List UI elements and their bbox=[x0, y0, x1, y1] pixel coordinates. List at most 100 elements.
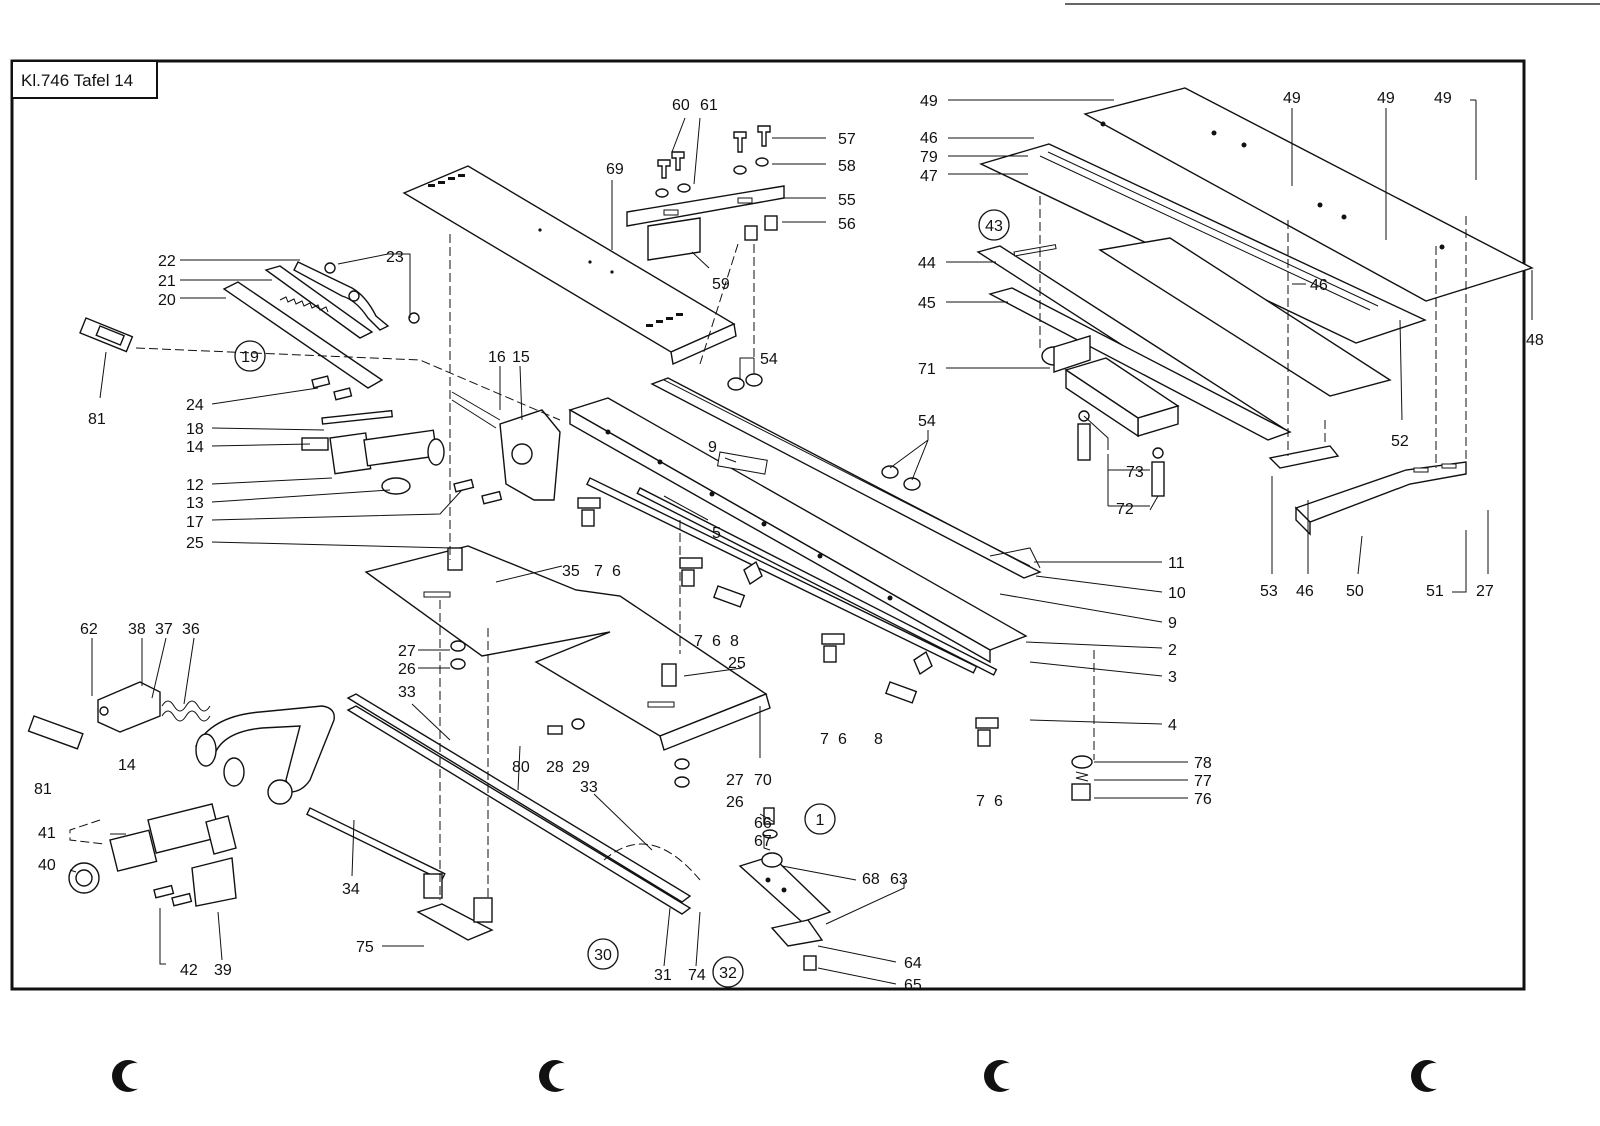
callout-59: 59 bbox=[712, 276, 730, 293]
callout-79: 79 bbox=[920, 149, 938, 166]
part-20-toothed-bar bbox=[222, 265, 384, 389]
part-4-rod bbox=[636, 487, 998, 676]
callout-60: 60 bbox=[672, 97, 690, 114]
part-42-screws bbox=[153, 884, 193, 907]
part-18-rod bbox=[321, 409, 394, 425]
callout-37: 37 bbox=[155, 621, 173, 638]
title-box: Kl.746 Tafel 14 bbox=[11, 60, 158, 99]
callout-72: 72 bbox=[1116, 501, 1134, 518]
part-31-rail bbox=[346, 693, 692, 915]
callout-66: 66 bbox=[754, 815, 772, 832]
callout-22: 22 bbox=[158, 253, 176, 270]
part-36-spring bbox=[161, 700, 211, 722]
title-text: Kl.746 Tafel 14 bbox=[21, 71, 133, 90]
callout-17: 17 bbox=[186, 514, 204, 531]
callout-3: 3 bbox=[1168, 669, 1177, 686]
part-12-cylinder bbox=[301, 429, 445, 495]
part-52-blade bbox=[1098, 237, 1392, 397]
part-65-screw bbox=[803, 955, 817, 971]
callout-81-a: 81 bbox=[88, 411, 106, 428]
callout-16: 16 bbox=[488, 349, 506, 366]
callout-63: 63 bbox=[890, 871, 908, 888]
callout-64: 64 bbox=[904, 955, 922, 972]
callout-53: 53 bbox=[1260, 583, 1278, 600]
callout-68: 68 bbox=[862, 871, 880, 888]
callout-67: 67 bbox=[754, 833, 772, 850]
part-37-block bbox=[97, 681, 161, 733]
callout-13: 13 bbox=[186, 495, 204, 512]
callout-6-b: 6 bbox=[712, 633, 721, 650]
part-63-bracket bbox=[738, 855, 832, 923]
callout-9-a: 9 bbox=[708, 439, 717, 456]
callout-55: 55 bbox=[838, 192, 856, 209]
callout-39: 39 bbox=[214, 962, 232, 979]
callout-7-d: 7 bbox=[976, 793, 985, 810]
callout-54-b: 54 bbox=[918, 413, 936, 430]
part-5-shaft bbox=[585, 477, 978, 674]
callout-49-c: 49 bbox=[1377, 90, 1395, 107]
svg-text:30: 30 bbox=[594, 947, 612, 964]
callout-38: 38 bbox=[128, 621, 146, 638]
callout-46-b: 46 bbox=[1310, 277, 1328, 294]
part-8-clamps bbox=[712, 585, 918, 704]
callout-47: 47 bbox=[920, 168, 938, 185]
callout-33-b: 33 bbox=[580, 779, 598, 796]
callout-50: 50 bbox=[1346, 583, 1364, 600]
callout-2: 2 bbox=[1168, 642, 1177, 659]
callout-70: 70 bbox=[754, 772, 772, 789]
callout-77: 77 bbox=[1194, 773, 1212, 790]
part-53-plate bbox=[1268, 445, 1340, 469]
callout-71: 71 bbox=[918, 361, 936, 378]
part-25-studs bbox=[447, 547, 677, 687]
callout-78: 78 bbox=[1194, 755, 1212, 772]
callout-31: 31 bbox=[654, 967, 672, 984]
callout-73: 73 bbox=[1126, 464, 1144, 481]
callout-18: 18 bbox=[186, 421, 204, 438]
part-55-bracket bbox=[626, 185, 785, 261]
callout-20: 20 bbox=[158, 292, 176, 309]
callout-74: 74 bbox=[688, 967, 706, 984]
callout-29: 29 bbox=[572, 759, 590, 776]
callout-5: 5 bbox=[712, 525, 721, 542]
callout-62: 62 bbox=[80, 621, 98, 638]
svg-text:43: 43 bbox=[985, 218, 1003, 235]
part-66-68-parts bbox=[761, 807, 783, 868]
callout-36: 36 bbox=[182, 621, 200, 638]
callout-7-c: 7 bbox=[820, 731, 829, 748]
group-circle-32: 32 bbox=[712, 956, 744, 988]
callout-25-b: 25 bbox=[728, 655, 746, 672]
part-9-strip-upper bbox=[650, 377, 1042, 579]
callout-4: 4 bbox=[1168, 717, 1177, 734]
part-30-lever-frame bbox=[195, 705, 335, 805]
part-75-bracket bbox=[416, 873, 494, 941]
part-11-spring-strip bbox=[663, 379, 1041, 569]
parts-26-29-small bbox=[450, 640, 690, 788]
callout-28: 28 bbox=[546, 759, 564, 776]
callout-8-b: 8 bbox=[874, 731, 883, 748]
part-22-lever bbox=[293, 261, 420, 331]
part-50-bracket bbox=[1294, 461, 1467, 536]
part-17-screws bbox=[453, 478, 503, 505]
callout-49-d: 49 bbox=[1434, 90, 1452, 107]
callout-51: 51 bbox=[1426, 583, 1444, 600]
callout-80: 80 bbox=[512, 759, 530, 776]
group-circle-30: 30 bbox=[587, 938, 619, 970]
callout-34: 34 bbox=[342, 881, 360, 898]
callout-52: 52 bbox=[1391, 433, 1409, 450]
group-circle-43: 43 bbox=[978, 209, 1010, 241]
screws-57-61 bbox=[655, 125, 778, 241]
callout-14-a: 14 bbox=[186, 439, 204, 456]
callout-6-a: 6 bbox=[612, 563, 621, 580]
callout-49-b: 49 bbox=[1283, 90, 1301, 107]
callout-8-a: 8 bbox=[730, 633, 739, 650]
part-2-main-rail bbox=[568, 397, 1028, 664]
part-71-block bbox=[1041, 335, 1180, 438]
punch-hole-1 bbox=[112, 1060, 148, 1092]
part-15-block bbox=[499, 409, 561, 501]
callout-labels: 60 61 57 58 55 56 59 69 49 46 79 47 49 4… bbox=[34, 90, 1544, 994]
punch-holes bbox=[112, 1060, 1447, 1092]
part-48-cover-plate bbox=[1083, 87, 1534, 302]
part-69-plate bbox=[402, 165, 737, 366]
group-circle-1: 1 bbox=[804, 803, 836, 835]
